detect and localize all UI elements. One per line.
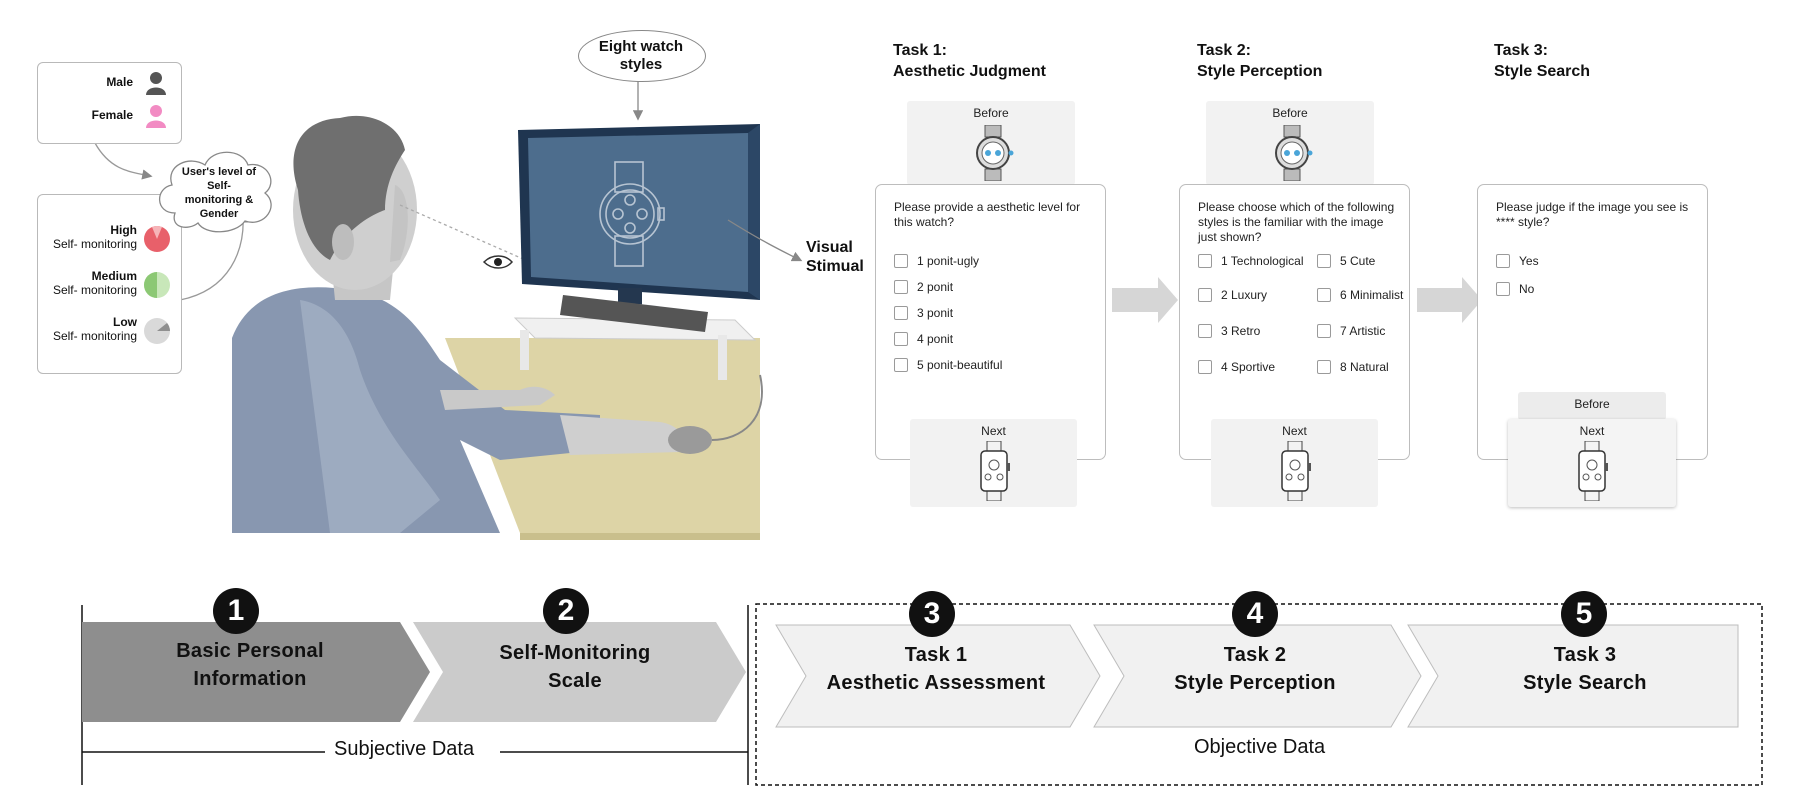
checkbox[interactable] [1198, 324, 1212, 338]
task-2-option[interactable]: 8 Natural [1317, 360, 1389, 374]
checkbox[interactable] [1317, 324, 1331, 338]
watch-icon [1275, 125, 1313, 181]
task-1-prompt: Please provide a aesthetic level for thi… [894, 200, 1081, 229]
cloud-text: User's level of Self- monitoring & Gende… [181, 166, 257, 220]
watch-icon [976, 125, 1014, 181]
task-1-option[interactable]: 3 ponit [894, 306, 953, 320]
monitor-illustration [513, 124, 760, 380]
smartwatch-icon [1281, 441, 1311, 501]
step-1-label: Basic Personal Information [176, 640, 324, 690]
objective-data-label: Objective Data [1186, 736, 1334, 759]
checkbox[interactable] [894, 280, 908, 294]
checkbox[interactable] [1198, 254, 1212, 268]
checkbox[interactable] [894, 358, 908, 372]
checkbox[interactable] [894, 306, 908, 320]
step-4-number: 4 [1232, 591, 1278, 637]
checkbox[interactable] [1496, 254, 1510, 268]
step-3-label: Task 1 Aesthetic Assessment [826, 644, 1046, 694]
medium-pie-icon [144, 272, 170, 298]
gender-legend: Male Female [37, 62, 182, 144]
task-2-prompt: Please choose which of the following sty… [1198, 200, 1395, 244]
task-2-option[interactable]: 5 Cute [1317, 254, 1375, 268]
checkbox[interactable] [894, 332, 908, 346]
step-4-chevron [1093, 624, 1422, 728]
female-icon [146, 105, 166, 128]
medium-level: Medium Self- monitoring [52, 269, 137, 297]
step-5-number: 5 [1561, 591, 1607, 637]
step-1-number: 1 [213, 588, 259, 634]
step-1-chevron [82, 622, 430, 722]
checkbox[interactable] [1198, 360, 1212, 374]
subjective-data-label: Subjective Data [326, 738, 483, 761]
task-2-option[interactable]: 3 Retro [1198, 324, 1260, 338]
step-2-number: 2 [543, 588, 589, 634]
task-2-card: Please choose which of the following sty… [1179, 184, 1410, 460]
low-level: Low Self- monitoring [52, 315, 137, 343]
task-1-option[interactable]: 4 ponit [894, 332, 953, 346]
task-3-before-panel: Before [1518, 392, 1666, 420]
task-1-option[interactable]: 2 ponit [894, 280, 953, 294]
task-1-card: Please provide a aesthetic level for thi… [875, 184, 1106, 460]
task-2-option[interactable]: 4 Sportive [1198, 360, 1275, 374]
checkbox[interactable] [1317, 254, 1331, 268]
checkbox[interactable] [1496, 282, 1510, 296]
task-1-title: Task 1: Aesthetic Judgment [893, 42, 1046, 80]
task-1-option[interactable]: 5 ponit-beautiful [894, 358, 1002, 372]
visual-stimuli-label: Visual Stimual [806, 239, 864, 275]
high-level: High Self- monitoring [52, 223, 137, 251]
step-4-label: Task 2 Style Perception [1174, 644, 1336, 694]
task-2-option[interactable]: 2 Luxury [1198, 288, 1267, 302]
self-monitoring-legend: High Self- monitoring Medium Self- monit… [37, 194, 182, 374]
task-2-title: Task 2: Style Perception [1197, 42, 1323, 80]
checkbox[interactable] [1317, 288, 1331, 302]
task-1-before-panel: Before [907, 101, 1075, 185]
task-2-next-panel[interactable]: Next [1211, 419, 1378, 507]
step-3-number: 3 [909, 591, 955, 637]
watch-styles-bubble [578, 30, 706, 82]
watch-styles-text: Eight watch styles [598, 38, 684, 73]
smartwatch-icon [1578, 441, 1608, 501]
step-3-chevron [775, 624, 1101, 728]
task-2-option[interactable]: 1 Technological [1198, 254, 1304, 268]
step-5-label: Task 3 Style Search [1523, 644, 1647, 694]
smartwatch-icon [980, 441, 1010, 501]
task-2-before-panel: Before [1206, 101, 1374, 185]
eye-icon [482, 255, 513, 269]
task-3-next-panel[interactable]: Next [1508, 419, 1676, 507]
high-pie-icon [144, 226, 170, 252]
low-pie-icon [144, 318, 170, 344]
person-illustration [232, 115, 763, 540]
checkbox[interactable] [1198, 288, 1212, 302]
task-2-option[interactable]: 7 Artistic [1317, 324, 1385, 338]
task-3-title: Task 3: Style Search [1494, 42, 1591, 80]
step-5-chevron [1407, 624, 1739, 728]
task-2-option[interactable]: 6 Minimalist [1317, 288, 1403, 302]
task-1-next-panel[interactable]: Next [910, 419, 1077, 507]
cloud-shape [158, 151, 272, 233]
male-icon [146, 72, 166, 95]
female-label: Female [91, 108, 133, 122]
task-3-option[interactable]: Yes [1496, 254, 1539, 268]
task-3-prompt: Please judge if the image you see is ***… [1496, 200, 1689, 229]
checkbox[interactable] [1317, 360, 1331, 374]
step-2-chevron [413, 622, 746, 722]
male-label: Male [106, 75, 133, 89]
checkbox[interactable] [894, 254, 908, 268]
task-3-option[interactable]: No [1496, 282, 1534, 296]
task-1-option[interactable]: 1 ponit-ugly [894, 254, 979, 268]
step-2-label: Self-Monitoring Scale [499, 642, 651, 692]
